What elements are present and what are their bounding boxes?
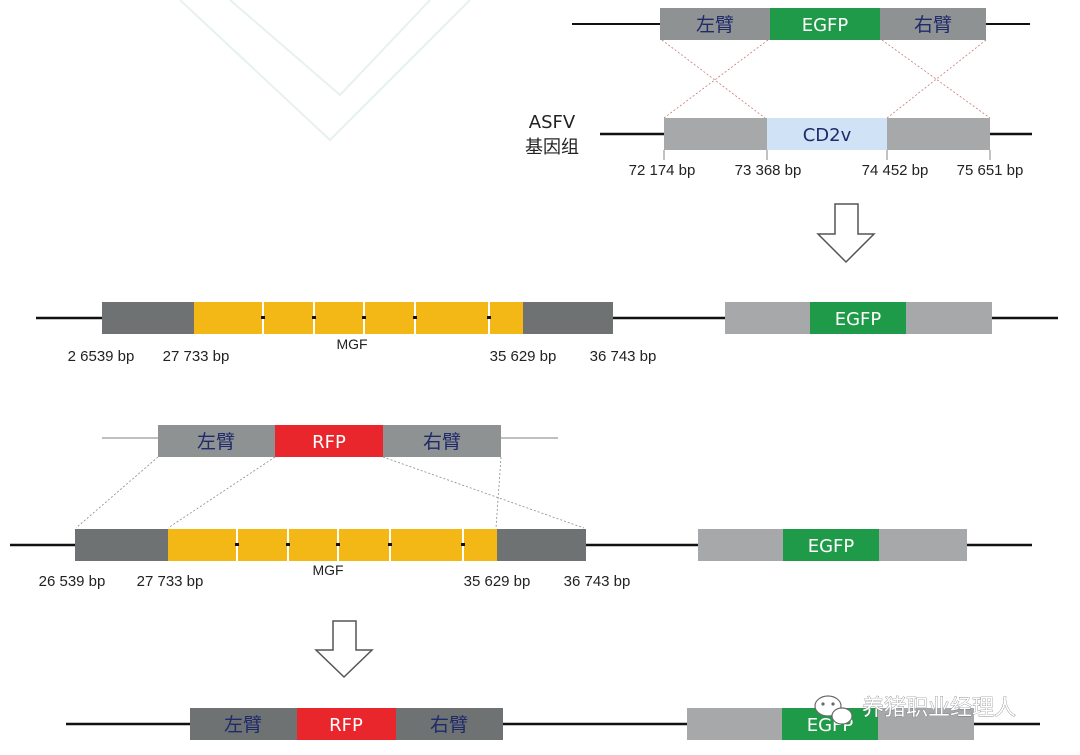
bp-label: 27 733 bp: [163, 348, 230, 365]
asfv-genome-cd2v: CD2v: [600, 118, 1032, 150]
genome-label: 基因组: [525, 137, 579, 158]
down-arrow-icon: [816, 203, 876, 264]
watermark: 养猪职业经理人: [814, 695, 1016, 725]
right-arm-block: [880, 8, 986, 40]
crossover-lines-1: [661, 39, 991, 119]
donor-construct-rfp: 左臂 RFP 右臂: [102, 425, 558, 457]
right-arm-block: [906, 302, 992, 334]
bp-label: 36 743 bp: [590, 348, 657, 365]
left-arm-label: 左臂: [224, 714, 262, 736]
donor-construct-egfp: 左臂 EGFP 右臂: [572, 8, 1030, 40]
egfp-block: [783, 529, 879, 561]
bp-labels-section-2: 2 6539 bp 27 733 bp 35 629 bp 36 743 bp: [68, 348, 657, 365]
genome-egfp-row: EGFP: [724, 302, 1058, 334]
final-genome-rfp: 左臂 RFP 右臂: [66, 708, 688, 740]
right-arm-block: [383, 425, 501, 457]
crossover-lines-2: [75, 456, 585, 529]
bp-labels-section-1: 72 174 bp 73 368 bp 74 452 bp 75 651 bp: [629, 150, 1024, 179]
bp-label: 72 174 bp: [629, 162, 696, 179]
egfp-label: EGFP: [802, 15, 849, 36]
bp-label: 75 651 bp: [957, 162, 1024, 179]
rfp-block: [275, 425, 383, 457]
genome-mgf-row: MGF: [36, 302, 724, 352]
cd2v-block: [767, 118, 887, 150]
asfv-label: ASFV: [529, 112, 576, 133]
bp-label: 36 743 bp: [564, 573, 631, 590]
mgf-label: MGF: [312, 562, 343, 578]
rfp-label: RFP: [312, 432, 346, 453]
right-flank-block: [497, 529, 586, 561]
right-arm-block: [879, 529, 967, 561]
right-arm-label: 右臂: [914, 14, 952, 36]
right-flank-block: [523, 302, 613, 334]
right-arm-label: 右臂: [423, 431, 461, 453]
left-arm-block: [698, 529, 783, 561]
bp-label: 73 368 bp: [735, 162, 802, 179]
left-arm-label: 左臂: [197, 431, 235, 453]
right-flank-block: [887, 118, 990, 150]
left-arm-block: [725, 302, 810, 334]
right-arm-label: 右臂: [430, 714, 468, 736]
rfp-label: RFP: [329, 715, 363, 736]
egfp-block: [810, 302, 906, 334]
left-arm-block: [158, 425, 275, 457]
left-arm-block: [190, 708, 297, 740]
background-decoration: [179, 0, 471, 142]
left-flank-block: [75, 529, 168, 561]
bp-label: 27 733 bp: [137, 573, 204, 590]
egfp-block: [770, 8, 880, 40]
bp-label: 35 629 bp: [464, 573, 531, 590]
bp-label: 26 539 bp: [39, 573, 106, 590]
left-arm-label: 左臂: [696, 14, 734, 36]
asfv-genome-label: ASFV 基因组: [525, 112, 579, 158]
wechat-icon: [814, 695, 853, 725]
left-arm-block: [687, 708, 782, 740]
left-flank-block: [102, 302, 194, 334]
mgf-block: [194, 302, 523, 334]
final-genome-egfp: EGFP: [687, 708, 1040, 740]
bp-label: 74 452 bp: [862, 162, 929, 179]
bp-label: 35 629 bp: [490, 348, 557, 365]
down-arrow-icon: [314, 620, 374, 679]
right-arm-block: [396, 708, 503, 740]
right-arm-block: [878, 708, 974, 740]
left-arm-block: [660, 8, 770, 40]
egfp-label: EGFP: [835, 309, 882, 330]
genome-mgf-row-2: MGF: [10, 529, 698, 578]
cd2v-label: CD2v: [803, 125, 852, 146]
egfp-label: EGFP: [808, 536, 855, 557]
mgf-block: [168, 529, 497, 561]
genome-egfp-row-2: EGFP: [698, 529, 1032, 561]
bp-labels-section-3: 26 539 bp 27 733 bp 35 629 bp 36 743 bp: [39, 573, 631, 590]
mgf-label: MGF: [336, 336, 367, 352]
watermark-text: 养猪职业经理人: [862, 696, 1016, 721]
left-flank-block: [664, 118, 767, 150]
bp-label: 2 6539 bp: [68, 348, 135, 365]
rfp-block: [297, 708, 396, 740]
